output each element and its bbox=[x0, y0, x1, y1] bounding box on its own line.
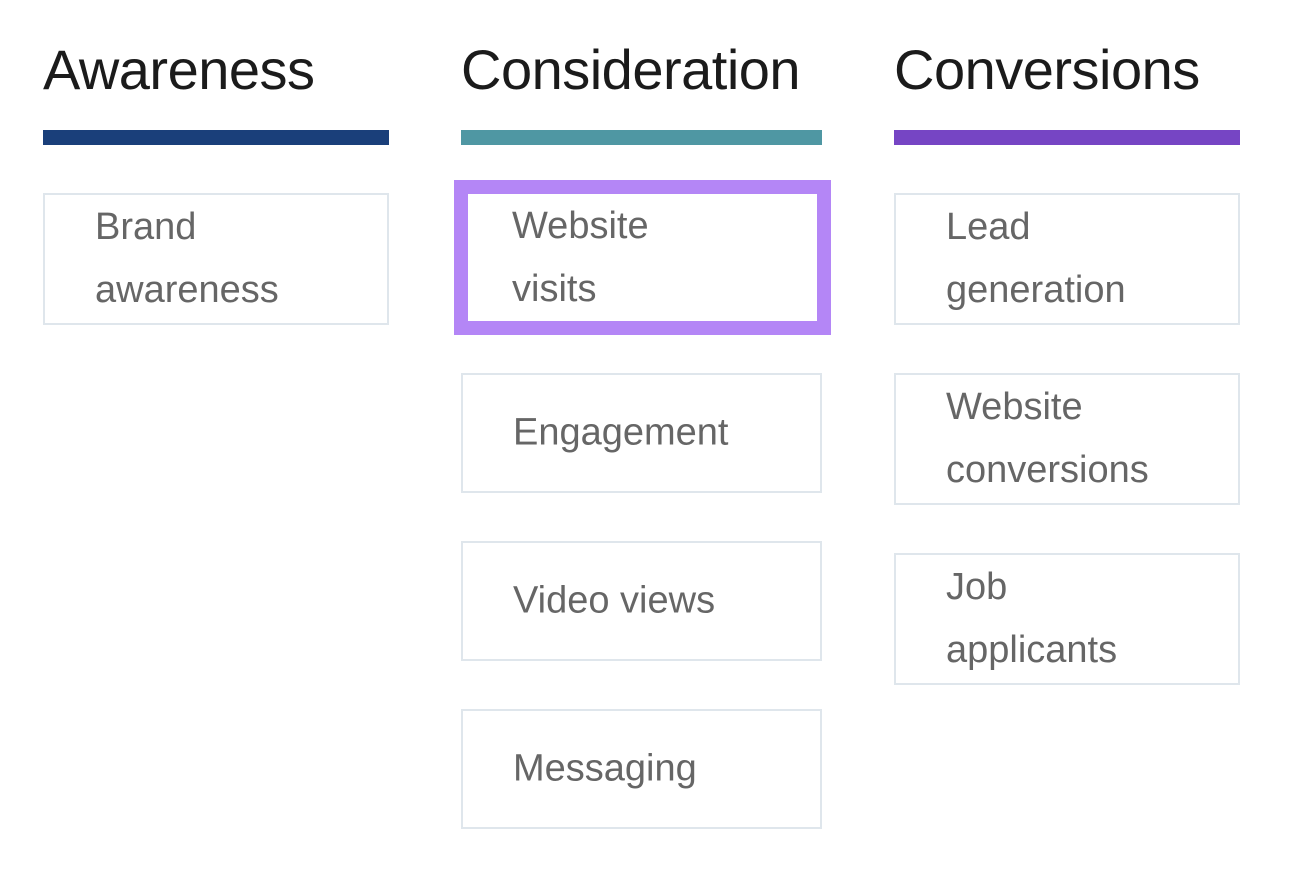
objective-label: Lead generation bbox=[946, 196, 1126, 322]
column-title-awareness: Awareness bbox=[43, 38, 315, 101]
objective-label-line2: visits bbox=[512, 267, 597, 310]
objective-card-engagement[interactable]: Engagement bbox=[461, 373, 822, 493]
objective-label-line1: Brand bbox=[95, 206, 197, 248]
conversions-color-bar bbox=[894, 130, 1240, 145]
objective-label: Job applicants bbox=[946, 556, 1117, 682]
objective-label-line2: generation bbox=[946, 269, 1126, 311]
objective-label-line2: conversions bbox=[946, 449, 1149, 491]
column-title-conversions: Conversions bbox=[894, 38, 1200, 101]
objective-label: Website conversions bbox=[946, 376, 1149, 502]
objective-label-line1: Job bbox=[946, 566, 1008, 608]
objective-label-line1: Website bbox=[512, 204, 649, 247]
objective-label-line1: Messaging bbox=[513, 747, 697, 790]
objective-label-line2: awareness bbox=[95, 269, 279, 311]
objective-label-line1: Engagement bbox=[513, 411, 729, 454]
objective-label-line1: Website bbox=[946, 386, 1083, 428]
objective-card-website-visits[interactable]: Website visits bbox=[454, 180, 831, 335]
objective-card-messaging[interactable]: Messaging bbox=[461, 709, 822, 829]
objective-label: Video views bbox=[513, 570, 715, 633]
objective-label-line1: Video views bbox=[513, 579, 716, 622]
objective-label: Messaging bbox=[513, 738, 697, 801]
objective-label-line2: applicants bbox=[946, 629, 1118, 671]
awareness-color-bar bbox=[43, 130, 389, 145]
objective-label: Engagement bbox=[513, 402, 729, 465]
objective-card-website-conversions[interactable]: Website conversions bbox=[894, 373, 1240, 505]
objective-label: Brand awareness bbox=[95, 196, 279, 322]
objective-card-lead-generation[interactable]: Lead generation bbox=[894, 193, 1240, 325]
objective-label: Website visits bbox=[512, 195, 649, 321]
objective-card-job-applicants[interactable]: Job applicants bbox=[894, 553, 1240, 685]
objective-card-video-views[interactable]: Video views bbox=[461, 541, 822, 661]
consideration-color-bar bbox=[461, 130, 822, 145]
objective-card-brand-awareness[interactable]: Brand awareness bbox=[43, 193, 389, 325]
objective-label-line1: Lead bbox=[946, 206, 1031, 248]
column-title-consideration: Consideration bbox=[461, 38, 801, 101]
